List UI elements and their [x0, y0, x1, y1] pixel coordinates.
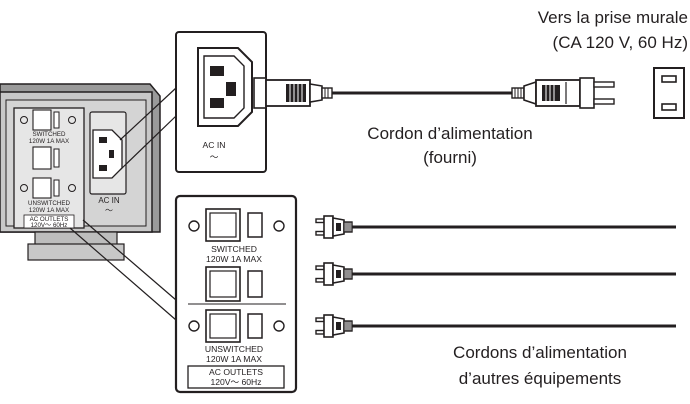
equipment-plug-3-icon	[315, 314, 353, 338]
switched-label-1: SWITCHED	[211, 244, 257, 254]
small-switched-label-1: SWITCHED	[33, 131, 67, 138]
equipment-plug-1-icon	[315, 215, 353, 239]
small-switched-label-2: 120W 1A MAX	[29, 138, 69, 145]
switched-outlet-1-icon	[188, 208, 285, 242]
small-iec-inlet-icon	[89, 111, 127, 195]
ac-outlets-zoom: SWITCHED 120W 1A MAX UNSWITCHED 120W 1A …	[174, 194, 298, 394]
ac-in-label: AC IN	[203, 140, 226, 150]
small-outlets-label-1: AC OUTLETS	[30, 216, 69, 223]
wall-outlet-label-1: Vers la prise murale	[538, 8, 688, 27]
rear-panel: SWITCHED 120W 1A MAX UNSWITCHED 120W 1A …	[0, 83, 161, 261]
small-switched-outlet-icon	[20, 109, 76, 131]
power-cord-label-2: (fourni)	[423, 148, 477, 167]
equipment-plug-2-icon	[315, 262, 353, 286]
small-ac-symbol: ～	[105, 206, 113, 215]
unswitched-label-2: 120W 1A MAX	[206, 354, 262, 364]
iec-inlet-icon	[197, 47, 253, 127]
outlets-label-1: AC OUTLETS	[209, 367, 263, 377]
wall-outlet-label-2: (CA 120 V, 60 Hz)	[553, 33, 688, 52]
power-cord-label-1: Cordon d’alimentation	[367, 124, 532, 143]
other-cords-label-2: d’autres équipements	[459, 369, 622, 388]
supplied-power-cord	[253, 67, 685, 119]
outlets-label-2: 120V～ 60Hz	[210, 377, 261, 387]
other-cords-label-1: Cordons d’alimentation	[453, 343, 627, 362]
small-unswitched-label-2: 120W 1A MAX	[29, 207, 69, 214]
small-ac-in-label: AC IN	[98, 196, 120, 205]
zoom-lines	[69, 87, 177, 321]
ac-symbol: ～	[210, 152, 219, 162]
wall-socket-icon	[653, 67, 685, 119]
unswitched-outlet-icon	[188, 309, 285, 343]
small-outlets-label-2: 120V～ 60Hz	[31, 222, 68, 229]
wall-plug-icon	[511, 77, 615, 109]
unswitched-label-1: UNSWITCHED	[205, 344, 263, 354]
switched-outlet-2-icon	[205, 266, 263, 302]
small-switched-outlet-2-icon	[32, 146, 60, 170]
other-equipment-cords	[315, 215, 676, 338]
small-unswitched-label-1: UNSWITCHED	[28, 200, 70, 207]
switched-label-2: 120W 1A MAX	[206, 254, 262, 264]
small-unswitched-outlet-icon	[20, 177, 76, 199]
iec-connector-icon	[253, 77, 333, 109]
ac-inlet-zoom: AC IN ～	[175, 31, 267, 173]
